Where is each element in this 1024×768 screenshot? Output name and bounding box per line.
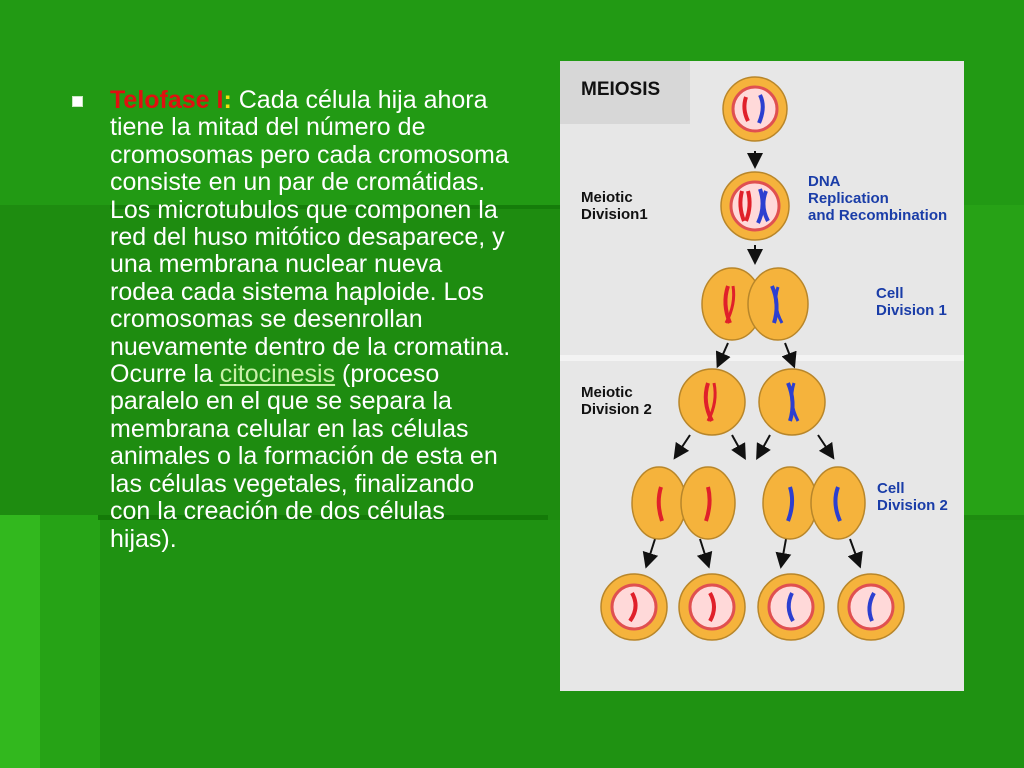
diagram-separator-band [560,355,964,361]
background-right-band [964,205,1024,515]
arrow-icon [775,538,792,569]
label-cell-division-2: Cell Division 2 [877,480,948,514]
label-meiotic-division-2: Meiotic Division 2 [581,384,652,418]
background-divider-line-lower [98,515,548,520]
arrow-icon [673,434,691,460]
paragraph-text-part2: (proceso paralelo en el que se separa la… [110,360,498,553]
label-line: Division 1 [876,302,947,319]
label-line: Division1 [581,206,648,223]
arrow-icon [781,342,797,369]
arrow-icon [715,342,731,369]
title-colon: : [223,86,232,114]
background-left-strip [0,515,40,768]
cell-initial [722,76,788,142]
label-line: Cell [876,285,904,302]
cell-division-2-left [631,466,736,540]
cell-final-1 [600,573,668,641]
label-line: Division 2 [581,401,652,418]
diagram-header-box [560,61,690,124]
label-line: Division 2 [877,497,948,514]
slide-body-text: Telofase I: Cada célula hija ahora tiene… [72,86,512,553]
label-meiotic-division-1: Meiotic Division1 [581,189,648,223]
slide-title: Telofase I [110,86,224,114]
cell-final-3 [757,573,825,641]
arrow-icon [756,434,771,460]
cell-meiotic-2-left [678,368,746,436]
arrow-icon [696,538,713,569]
diagram-heading: MEIOSIS [581,79,661,100]
arrow-icon [847,538,863,569]
arrow-icon [642,538,659,569]
label-cell-division-1: Cell Division 1 [876,285,947,319]
arrow-icon [731,434,746,460]
label-line: Cell [877,480,905,497]
paragraph-text-part1: Cada célula hija ahora tiene la mitad de… [110,86,511,389]
cell-final-4 [837,573,905,641]
label-line: Replication [808,190,889,207]
cell-final-2 [678,573,746,641]
meiosis-diagram: MEIOSIS Meiotic Division1 DNA Replicatio… [560,61,964,691]
cell-replicated [720,171,790,241]
background-left-strip-inner [40,515,100,768]
label-dna-replication: DNA Replication and Recombination [808,173,947,224]
bullet-paragraph: Telofase I: Cada célula hija ahora tiene… [110,86,512,553]
background-divider-line [110,205,560,209]
label-line: DNA [808,173,841,190]
bullet-square-icon [72,96,83,107]
citocinesis-link[interactable]: citocinesis [219,360,336,389]
cell-division-2-right [762,466,866,540]
cell-division-1 [701,267,809,341]
cell-meiotic-2-right [758,368,826,436]
meiosis-cells-graphic [600,76,905,641]
arrow-icon [817,434,835,460]
label-line: Meiotic [581,384,633,401]
label-line: and Recombination [808,207,948,224]
label-line: Meiotic [581,189,633,206]
